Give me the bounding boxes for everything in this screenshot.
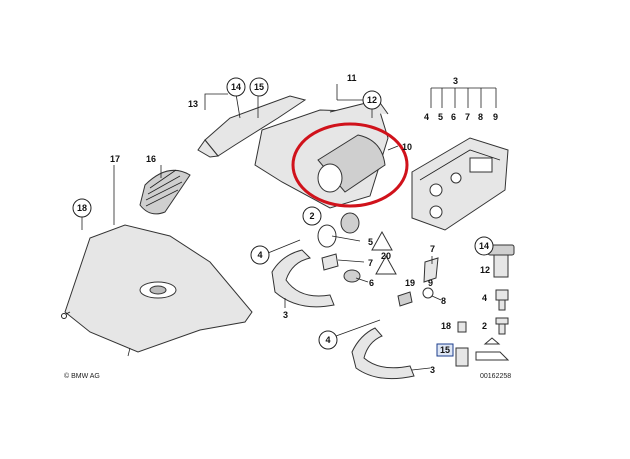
callout-15-right: 15	[440, 345, 450, 355]
callout-3-item-9: 9	[493, 112, 498, 122]
leader-lines	[81, 84, 497, 371]
callout-7-right: 7	[430, 244, 435, 254]
callout-20: 20	[381, 251, 391, 261]
callout-19: 19	[405, 278, 415, 288]
callout-14: 14	[231, 82, 241, 92]
callout-9: 9	[428, 278, 433, 288]
callout-2: 2	[309, 211, 314, 221]
callout-14-right: 14	[479, 241, 489, 251]
callout-4-right: 4	[482, 293, 487, 303]
callout-10: 10	[402, 142, 412, 152]
callout-3-item-7: 7	[465, 112, 470, 122]
callout-3-item-8: 8	[478, 112, 483, 122]
callout-6: 6	[369, 278, 374, 288]
callout-18-right: 18	[441, 321, 451, 331]
callout-7-mid: 7	[368, 258, 373, 268]
callout-labels: 14 15 13 11 12 10 3 4 5 6 7 8 9 17 16 18…	[72, 73, 498, 375]
copyright-text: © BMW AG	[64, 372, 100, 380]
callout-2-right: 2	[482, 321, 487, 331]
warning-triangle-2	[375, 254, 397, 275]
callout-3-item-5: 5	[438, 112, 443, 122]
reference-number: 00162258	[480, 373, 511, 380]
callout-18: 18	[77, 203, 87, 213]
intake-duct	[197, 95, 307, 158]
callout-13: 13	[188, 99, 198, 109]
hose-upper	[271, 249, 335, 308]
hose-lower	[351, 327, 415, 380]
callout-17: 17	[110, 154, 120, 164]
callout-3-item-6: 6	[451, 112, 456, 122]
callout-4: 4	[257, 250, 262, 260]
warning-triangle-1	[371, 230, 393, 251]
callout-3-top: 3	[453, 76, 458, 86]
filter-element	[317, 134, 386, 193]
callout-3-item-4: 4	[424, 112, 429, 122]
callout-15: 15	[254, 82, 264, 92]
callout-5: 5	[368, 237, 373, 247]
callout-3-lower: 3	[430, 365, 435, 375]
callout-4-lower: 4	[325, 335, 330, 345]
small-parts-middle	[317, 212, 439, 307]
callout-12-right: 12	[480, 265, 490, 275]
callout-11: 11	[347, 73, 357, 83]
cylinder-head	[411, 137, 509, 231]
intake-bellows	[139, 169, 191, 215]
callout-3-upper: 3	[283, 310, 288, 320]
right-column-parts	[455, 244, 515, 367]
highlight-circle	[291, 122, 409, 208]
callout-12: 12	[367, 95, 377, 105]
callout-8: 8	[441, 296, 446, 306]
callout-16: 16	[146, 154, 156, 164]
